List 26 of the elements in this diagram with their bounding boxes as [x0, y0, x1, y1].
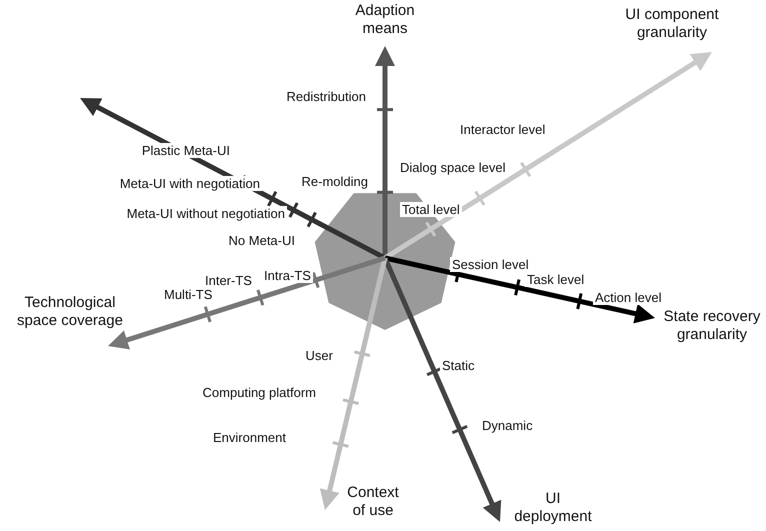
tick-label: Plastic Meta-UI [140, 143, 232, 158]
tick-label: User [304, 348, 335, 363]
axis-title: Context of use [346, 484, 400, 520]
tick-label: Intra-TS [262, 268, 313, 283]
tick-label: Multi-TS [162, 287, 214, 302]
tick-label: Computing platform [200, 385, 318, 400]
tick-label: No Meta-UI [226, 233, 297, 248]
tick-label: Total level [400, 202, 462, 217]
tick-label: Redistribution [284, 89, 368, 104]
tick-label: Dialog space level [398, 160, 508, 175]
tick-label: Interactor level [458, 122, 548, 137]
tick-label: Meta-UI without negotiation [124, 206, 287, 221]
tick-label: Meta-UI with negotiation [118, 176, 262, 191]
tick-label: Session level [450, 257, 531, 272]
tick-label: Task level [525, 272, 586, 287]
tick-label: Re-molding [300, 174, 370, 189]
axis-title: Technological space coverage [16, 294, 124, 330]
tick-label: Dynamic [480, 418, 535, 433]
axis-title: State recovery granularity [662, 308, 762, 344]
axis-title: UI deployment [513, 490, 593, 526]
tick-label: Static [440, 358, 477, 373]
axis-title: UI component granularity [624, 6, 720, 42]
tick-label: Action level [593, 290, 664, 305]
tick-label: Inter-TS [203, 273, 254, 288]
tick-label: Environment [211, 430, 288, 445]
axis-title: Adaption means [354, 2, 416, 38]
